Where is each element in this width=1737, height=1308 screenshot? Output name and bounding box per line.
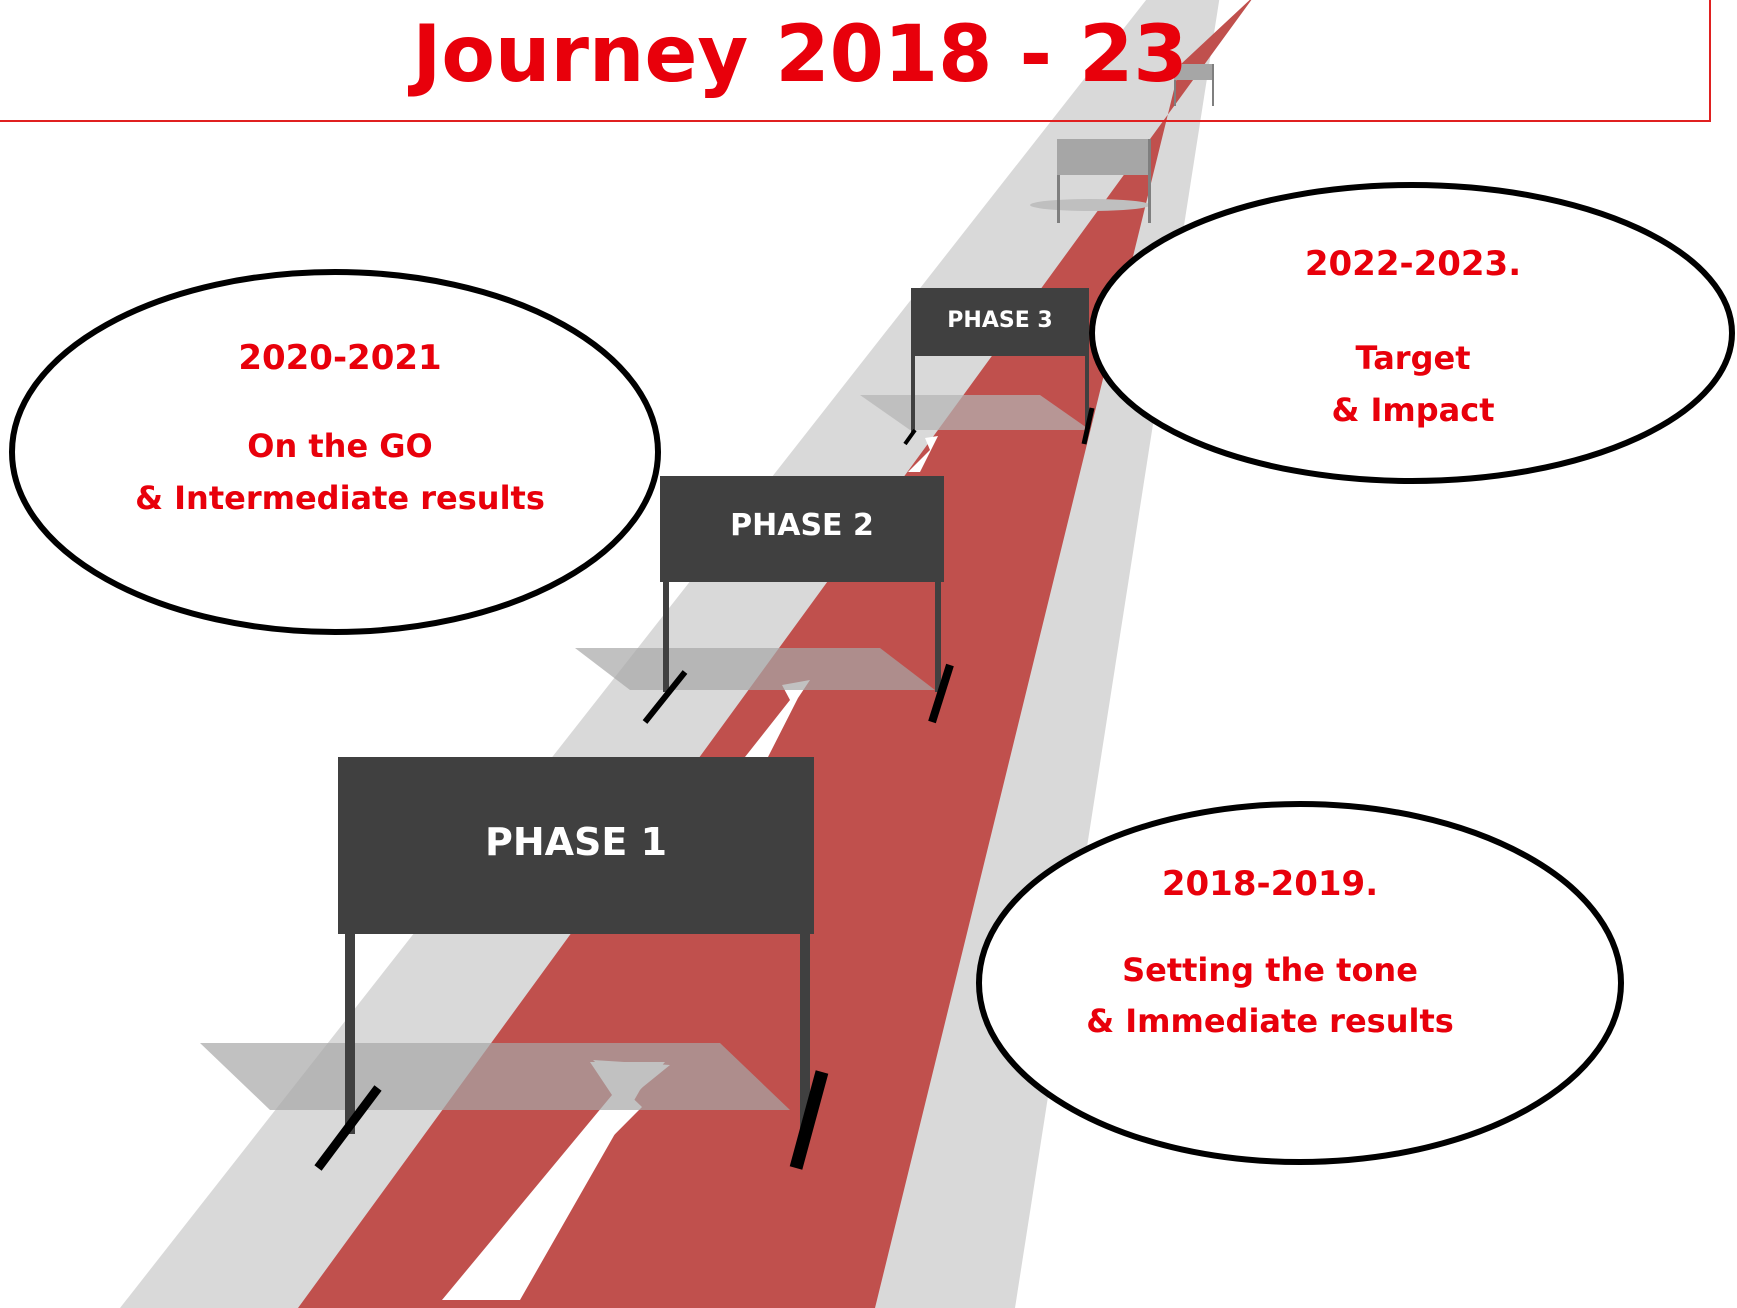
phase-3-hurdle <box>903 288 1095 446</box>
phase-2-label: PHASE 2 <box>730 508 874 543</box>
bubble-2020-2021-line2: & Intermediate results <box>135 479 545 517</box>
arrow-icon <box>745 680 810 757</box>
bubble-2020-2021 <box>9 269 661 635</box>
bubble-2022-2023 <box>1089 182 1735 484</box>
bubble-2020-2021-line1: On the GO <box>247 427 433 465</box>
bubble-2018-2019-line1: Setting the tone <box>1122 951 1418 989</box>
phase-2-hurdle <box>642 476 954 724</box>
bubble-2022-2023-line2: & Impact <box>1331 391 1495 429</box>
page-title: Journey 2018 - 23 <box>412 10 1188 100</box>
bubble-2018-2019-years: 2018-2019. <box>1161 864 1379 904</box>
title-frame <box>0 0 1711 122</box>
hurdle-shadow <box>575 648 935 690</box>
hurdle-shadow <box>860 395 1090 430</box>
phase-3-label: PHASE 3 <box>947 308 1053 333</box>
phase-1-label: PHASE 1 <box>484 820 668 864</box>
phase-1-hurdle <box>314 757 829 1171</box>
bubble-2018-2019 <box>976 801 1624 1165</box>
bubble-2022-2023-line1: Target <box>1355 339 1471 377</box>
arrow-icon <box>442 1062 665 1300</box>
bubble-2020-2021-years: 2020-2021 <box>238 338 442 378</box>
hurdle-shadow <box>200 1043 790 1110</box>
distant-hurdle <box>1030 64 1214 223</box>
bubble-2022-2023-years: 2022-2023. <box>1304 244 1522 284</box>
arrow-icon <box>908 436 938 472</box>
bubble-2018-2019-line2: & Immediate results <box>1086 1002 1454 1040</box>
